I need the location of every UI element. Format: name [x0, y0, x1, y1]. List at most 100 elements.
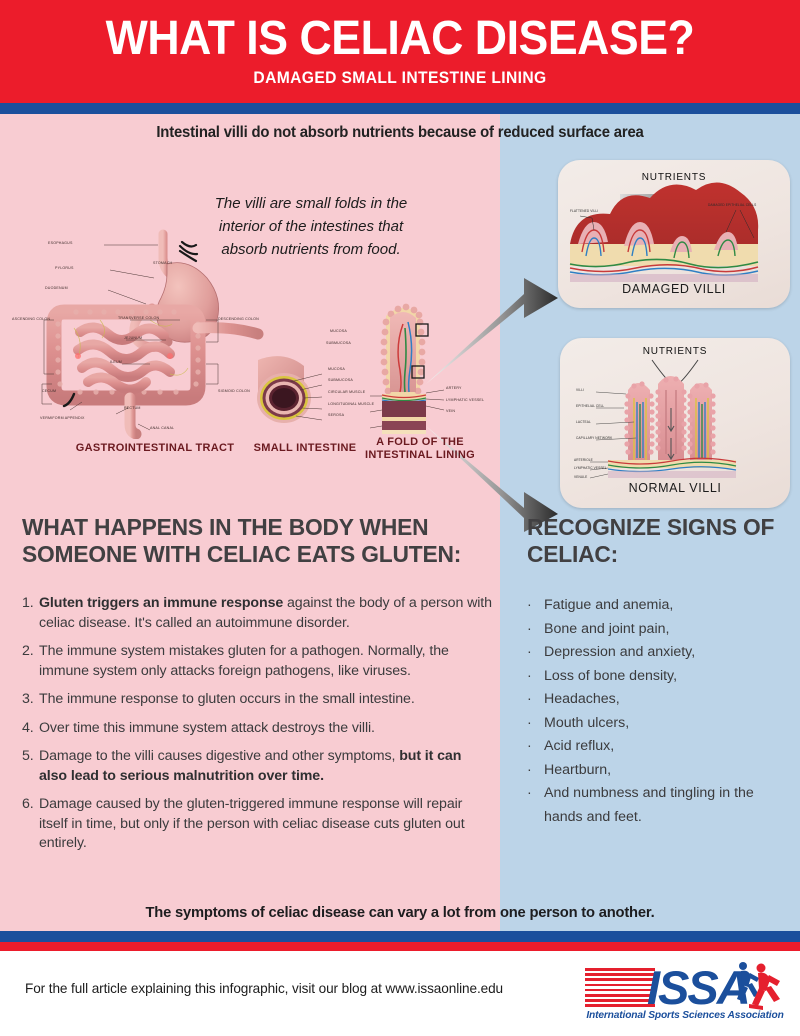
header-banner: WHAT IS CELIAC DISEASE? DAMAGED SMALL IN… — [0, 0, 800, 103]
list-item-text: Over time this immune system attack dest… — [39, 719, 375, 736]
damaged-villi-image — [569, 182, 759, 282]
list-item-text: Gluten triggers an immune response again… — [39, 595, 492, 631]
list-item-bold-suffix: but it can also lead to serious malnutri… — [39, 748, 462, 784]
gi-label-esophagus: ESOPHAGUS — [48, 241, 73, 245]
gi-label-stomach: STOMACH — [153, 261, 173, 265]
list-item-text: Damage caused by the gluten-triggered im… — [39, 796, 465, 851]
caption-gi-tract: GASTROINTESTINAL TRACT — [75, 442, 235, 454]
bullet-icon: · — [527, 597, 532, 613]
footer-blue-bar — [0, 931, 800, 942]
list-item-text: Heartburn, — [544, 761, 612, 778]
list-item: · Mouth ulcers, — [527, 712, 792, 736]
list-item: 2.The immune system mistakes gluten for … — [22, 642, 492, 681]
list-item: ·Loss of bone density, — [527, 665, 792, 689]
label-venule: VENULE — [574, 475, 588, 479]
list-item-text: And numbness and tingling in the hands a… — [544, 785, 754, 825]
list-item-number: 5. — [22, 748, 34, 764]
list-item: 5. Damage to the villi causes digestive a… — [22, 747, 492, 786]
footer: For the full article explaining this inf… — [0, 951, 800, 1036]
xs-label-longitudinal-muscle: LONGITUDINAL MUSCLE — [328, 402, 375, 406]
list-item-text: Mouth ulcers, — [544, 714, 630, 731]
gi-label-pylorus: PYLORUS — [55, 266, 74, 270]
list-item-text: Bone and joint pain, — [544, 620, 670, 637]
logo-tagline: International Sports Sciences Associatio… — [586, 1010, 784, 1021]
villi-description-note: The villi are small folds in the interio… — [214, 195, 408, 258]
gastrointestinal-tract-illustration — [41, 229, 264, 439]
list-item: 4. Over time this immune system attack de… — [22, 719, 492, 739]
normal-villi-image — [589, 359, 737, 479]
fold-label-artery: ARTERY — [446, 386, 462, 390]
list-item: · Heartburn, — [527, 759, 792, 783]
xs-label-mucosa: MUCOSA — [328, 367, 345, 371]
bullet-icon: · — [527, 761, 532, 778]
gi-label-anal-canal: ANAL CANAL — [150, 426, 175, 430]
header-blue-divider — [0, 103, 800, 114]
gi-label-ascending-colon: ASCENDING COLON — [12, 317, 51, 321]
page-subtitle: DAMAGED SMALL INTESTINE LINING — [253, 68, 547, 87]
normal-villi-panel: NUTRIENTS VILLI EPITHELIAL CELL LACTEAL … — [560, 338, 790, 508]
damaged-villi-title: DAMAGED VILLI — [622, 282, 726, 296]
gluten-process-list: 1. Gluten triggers an immune response aga… — [22, 594, 492, 863]
list-item: ·And numbness and tingling in the hands … — [527, 782, 792, 829]
left-pink-panel — [0, 114, 500, 931]
xs-label-circular-muscle: CIRCULAR MUSCLE — [328, 390, 366, 394]
gi-label-ileum: ILEUM — [110, 360, 122, 364]
label-damaged-epithelial-cells: DAMAGED EPITHELIAL CELLS — [708, 203, 757, 207]
gi-label-descending-colon: DESCENDING COLON — [218, 317, 259, 321]
list-item-text: The immune response to gluten occurs in … — [39, 691, 415, 707]
logo-stripes-icon — [585, 968, 655, 1008]
gi-label-vermiform-appendix: VERMIFORM APPENDIX — [40, 416, 85, 420]
normal-villi-title: NORMAL VILLI — [628, 481, 722, 495]
closing-statement: The symptoms of celiac disease can vary … — [145, 904, 655, 921]
page-title: WHAT IS CELIAC DISEASE? — [105, 12, 695, 65]
list-item-text: Headaches, — [544, 691, 620, 707]
list-item: · Bone and joint pain, — [527, 618, 792, 642]
footer-article-text[interactable]: For the full article explaining this inf… — [25, 981, 504, 996]
content-panels: Intestinal villi do not absorb nutrients… — [0, 114, 800, 931]
nutrients-label-damaged: NUTRIENTS — [641, 172, 707, 183]
footer-red-bar — [0, 942, 800, 951]
label-epithelial-cell: EPITHELIAL CELL — [576, 404, 605, 408]
bullet-icon: · — [527, 620, 532, 637]
list-item-text: Acid reflux, — [544, 738, 615, 754]
fold-label-vein: VEIN — [446, 409, 456, 413]
label-lacteal: LACTEAL — [576, 420, 591, 424]
label-lymphatic-vessel: LYMPHATIC VESSEL — [574, 466, 607, 470]
list-item-number: 1. — [22, 595, 34, 611]
section-subheading: Intestinal villi do not absorb nutrients… — [156, 124, 644, 141]
issa-logo: ISSA International Sports Sciences Assoc… — [585, 952, 790, 1030]
gi-label-rectum: RECTUM — [124, 406, 141, 410]
list-item: 6. Damage caused by the gluten-triggered … — [22, 795, 492, 854]
intestinal-fold-illustration — [369, 303, 445, 434]
symptoms-list: · Fatigue and anemia, · Bone and joint pain… — [527, 594, 792, 829]
fold-label-submucosa: SUBMUCOSA — [326, 341, 351, 345]
list-item: · Depression and anxiety, — [527, 641, 792, 665]
damaged-villi-panel: NUTRIENTS FLATTENED VILLI DAMAGED EPITHE… — [558, 160, 790, 308]
xs-label-submucosa: SUBMUCOSA — [328, 378, 353, 382]
list-item: · Fatigue and anemia, — [527, 594, 792, 618]
runner-icon — [737, 962, 780, 1010]
gi-label-duodenum: DUODENUM — [45, 286, 68, 290]
gi-label-jejunum: JEJUNUM — [124, 336, 143, 340]
list-item-number: 6. — [22, 796, 34, 812]
list-item-text: Damage to the villi causes digestive and… — [39, 748, 462, 784]
label-villi: VILLI — [576, 388, 584, 392]
nutrients-label-normal: NUTRIENTS — [642, 346, 708, 357]
list-item-text: Depression and anxiety, — [544, 644, 696, 660]
caption-intestinal-fold: A FOLD OF THE INTESTINAL LINING — [364, 436, 475, 461]
fold-label-lymphatic-vessel: LYMPHATIC VESSEL — [446, 398, 485, 402]
list-item-bold-prefix: Gluten triggers an immune response — [39, 595, 284, 611]
list-item: 3.The immune response to gluten occurs i… — [22, 690, 492, 710]
label-arteriole: ARTERIOLE — [574, 458, 593, 462]
bullet-icon: · — [527, 714, 532, 731]
bullet-icon: · — [527, 644, 532, 660]
gi-label-transverse-colon: TRANSVERSE COLON — [118, 316, 160, 320]
bullet-icon: · — [527, 738, 532, 754]
small-intestine-cross-section — [257, 356, 323, 423]
label-flattened-villi: FLATTENED VILLI — [570, 209, 599, 213]
list-item-text: Fatigue and anemia, — [544, 597, 674, 613]
label-capillary-network: CAPILLARY NETWORK — [576, 436, 613, 440]
list-item-number: 4. — [22, 719, 34, 736]
fold-label-mucosa: MUCOSA — [330, 329, 347, 333]
